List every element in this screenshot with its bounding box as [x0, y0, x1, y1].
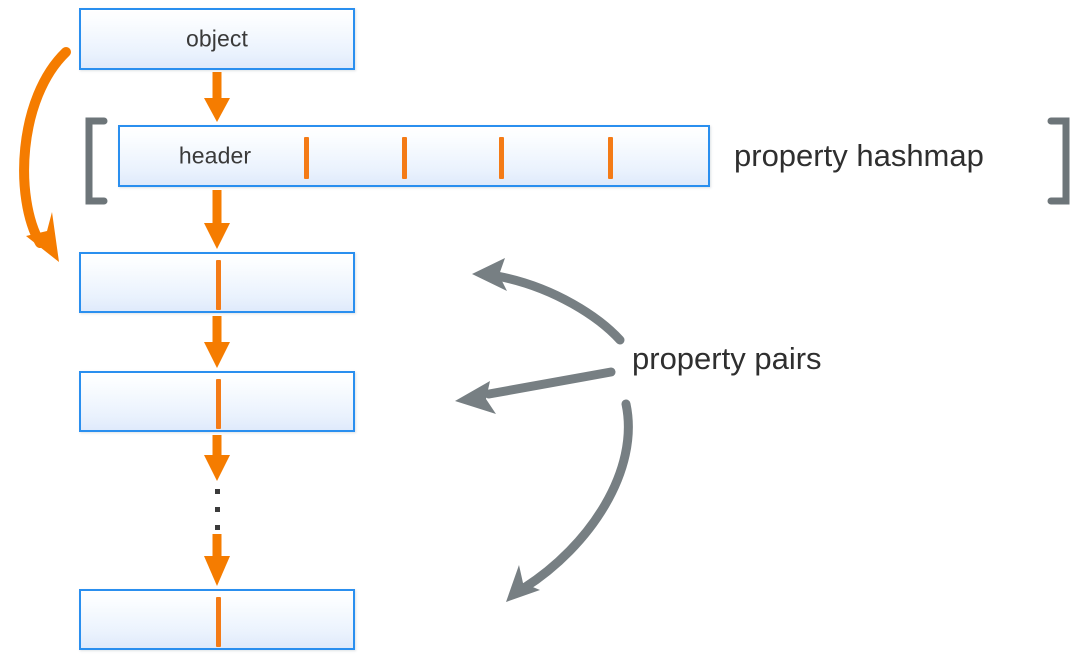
property-hashmap-caption: property hashmap — [734, 138, 984, 173]
bracket-close-icon — [1047, 117, 1070, 205]
orange-curved-back-arrow — [19, 47, 71, 262]
object-box[interactable]: object — [79, 8, 355, 70]
hashmap-slot-tick-1 — [304, 137, 309, 179]
gray-arrow-to-pairn — [506, 399, 633, 602]
ellipsis-dot — [215, 489, 220, 494]
vertical-ellipsis-icon — [215, 489, 220, 543]
orange-arrow-pair1-to-pair2 — [204, 316, 230, 368]
orange-arrow-pair2-to-ellipsis — [204, 435, 230, 481]
hashmap-slot-tick-3 — [499, 137, 504, 179]
property-pair-divider — [216, 379, 221, 429]
property-hashmap-box[interactable]: header — [118, 125, 710, 187]
hashmap-slot-tick-2 — [402, 137, 407, 179]
bracket-open-icon — [85, 117, 108, 205]
property-pair-box-2[interactable] — [79, 371, 355, 432]
gray-arrow-to-pair1 — [472, 258, 625, 345]
gray-arrow-to-pair2 — [455, 367, 616, 414]
orange-arrow-object-to-header — [204, 72, 230, 122]
property-pair-divider — [216, 597, 221, 647]
ellipsis-dot — [215, 525, 220, 530]
ellipsis-dot — [215, 507, 220, 512]
property-pair-box-n[interactable] — [79, 589, 355, 650]
object-box-label: object — [186, 25, 248, 52]
header-box-label: header — [178, 142, 252, 169]
orange-arrow-header-to-pair1 — [204, 190, 230, 249]
hashmap-slot-tick-4 — [608, 137, 613, 179]
property-pairs-caption: property pairs — [632, 341, 822, 376]
property-pair-box-1[interactable] — [79, 252, 355, 313]
property-pair-divider — [216, 260, 221, 310]
